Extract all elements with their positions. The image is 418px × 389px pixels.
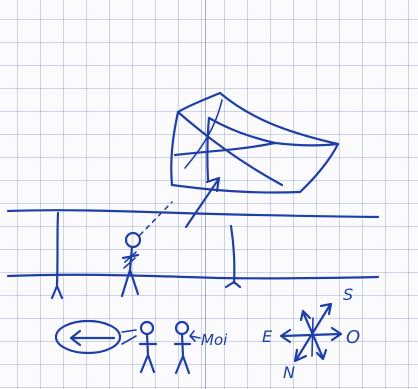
roof-structure: [170, 91, 340, 194]
roof-inner-ridge: [207, 116, 340, 147]
direction-arrow: [184, 176, 221, 229]
roof-bottom-edge: [170, 183, 302, 194]
notebook-margin-line: [205, 0, 206, 389]
roof-mid-line: [173, 141, 277, 157]
sight-line: [139, 201, 173, 236]
road-top-edge: [6, 209, 380, 219]
sign-ellipse: [54, 319, 122, 355]
roof-cross: [184, 99, 223, 169]
roof-inner-vertical: [206, 116, 211, 182]
person-body: [120, 245, 140, 298]
compass-stem: [311, 317, 314, 357]
roof-ridge-left: [176, 91, 222, 114]
me-pointer-arrow: [189, 330, 201, 342]
road-right-post: [224, 224, 242, 289]
legend-me: [173, 320, 201, 375]
roof-right-back: [298, 142, 340, 194]
me-head: [174, 320, 190, 336]
compass-north-label: N: [283, 363, 295, 382]
compass: [279, 302, 343, 363]
legend-sign: [54, 319, 158, 374]
sign-pointer: [121, 329, 137, 345]
me-body: [173, 332, 192, 375]
road-bottom-edge: [6, 273, 380, 280]
person-head: [124, 231, 142, 249]
compass-south-label: S: [343, 285, 353, 304]
legend-figure-1-body: [138, 332, 158, 374]
road-left-post: [50, 211, 64, 300]
roof-front-left: [170, 110, 180, 187]
roof-ridge-right: [218, 91, 340, 146]
me-label: Moi: [201, 331, 228, 349]
roof-diagonal: [176, 110, 284, 187]
legend-figure-1-head: [139, 320, 155, 336]
road: [6, 209, 380, 300]
compass-east-label: E: [262, 327, 273, 346]
compass-west-label: O: [346, 327, 360, 348]
sign-arrow: [69, 329, 116, 347]
person-hatch: [123, 251, 137, 269]
person-on-road: [120, 231, 142, 298]
